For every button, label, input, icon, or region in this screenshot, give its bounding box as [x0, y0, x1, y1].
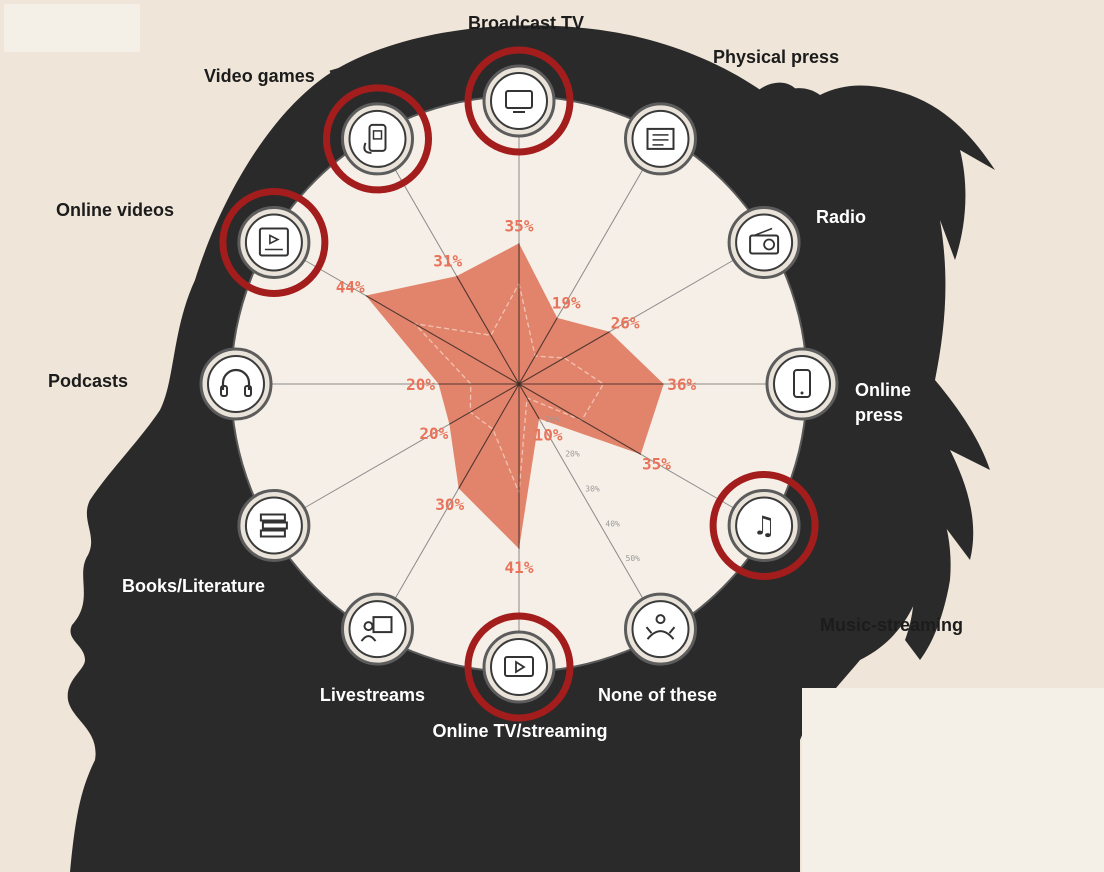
value-label-online-videos: 44% [336, 278, 365, 297]
tick-label: 20% [565, 450, 580, 459]
value-spoke [456, 275, 520, 385]
category-icons: ♫ [199, 64, 839, 704]
spoke-none-of-these [518, 383, 644, 600]
value-labels: 35% 19% 26% 36% 35% 10% 41% 30% 20% 20% 44% 31% [336, 216, 697, 577]
value-spoke [458, 383, 520, 489]
value-spoke [449, 383, 520, 425]
headphones-icon [199, 347, 273, 421]
value-label-online-press: 36% [667, 375, 696, 394]
music-notes-icon: ♫ [727, 489, 801, 562]
value-label-none-of-these: 10% [534, 425, 563, 444]
value-spoke [518, 317, 558, 385]
video-player-icon [482, 630, 556, 704]
category-label-music-streaming: Music-streaming [820, 615, 964, 635]
value-label-radio: 26% [611, 314, 640, 333]
highlight-ring-online-videos [219, 188, 329, 297]
highlight-rings [219, 46, 819, 722]
meditation-icon [624, 592, 697, 666]
video-window-icon [237, 206, 311, 279]
radial-axis-ticks: 10% 20% 30% 40% 50% [545, 415, 640, 563]
category-label-online-press: Online press [855, 378, 911, 428]
mobile-game-icon [341, 102, 414, 176]
category-label-line: press [855, 405, 904, 425]
value-label-online-tv-streaming: 41% [505, 558, 534, 577]
highlight-ring-video-games [323, 84, 432, 194]
category-label-video-games: Video games [204, 66, 315, 86]
category-label-none-of-these: None of these [598, 685, 718, 705]
value-spoke [518, 383, 642, 455]
category-label-line: Online [855, 380, 912, 400]
category-label-books-literature: Books/Literature [122, 576, 266, 596]
highlight-ring-music-streaming [709, 471, 819, 580]
tick-label: 50% [626, 554, 641, 563]
books-icon [237, 489, 311, 562]
value-label-podcasts: 20% [406, 375, 435, 394]
highlight-ring-broadcast-tv [464, 46, 574, 156]
svg-text:♫: ♫ [752, 512, 775, 542]
newspaper-icon [624, 102, 697, 176]
value-label-music-streaming: 35% [642, 454, 671, 473]
value-spoke [365, 295, 520, 385]
radio-icon [727, 206, 801, 279]
presenter-icon [341, 592, 414, 666]
data-polygon [365, 243, 664, 549]
smartphone-icon [765, 347, 839, 421]
category-label-online-videos: Online videos [56, 200, 175, 220]
tick-label: 30% [585, 484, 600, 493]
category-label-physical-press: Physical press [713, 47, 840, 67]
tick-label: 40% [605, 519, 620, 528]
value-label-livestreams: 30% [435, 495, 464, 514]
category-label-livestreams: Livestreams [319, 685, 425, 705]
category-label-radio: Radio [816, 207, 867, 227]
tick-label: 10% [545, 415, 560, 424]
dark-spokes [365, 243, 664, 549]
value-label-physical-press: 19% [552, 293, 581, 312]
category-label-online-tv-streaming: Online TV/streaming [432, 721, 608, 741]
highlight-ring-online-tv-streaming [464, 612, 574, 722]
corner-panel [4, 4, 140, 52]
tv-icon [482, 64, 556, 138]
value-spoke [518, 331, 610, 385]
value-label-books-literature: 20% [419, 424, 448, 443]
category-label-podcasts: Podcasts [48, 371, 129, 391]
value-label-broadcast-tv: 35% [505, 216, 534, 235]
corner-panel [802, 688, 1104, 872]
value-label-video-games: 31% [433, 252, 462, 271]
value-spoke [518, 383, 540, 420]
category-label-broadcast-tv: Broadcast TV [467, 13, 585, 33]
